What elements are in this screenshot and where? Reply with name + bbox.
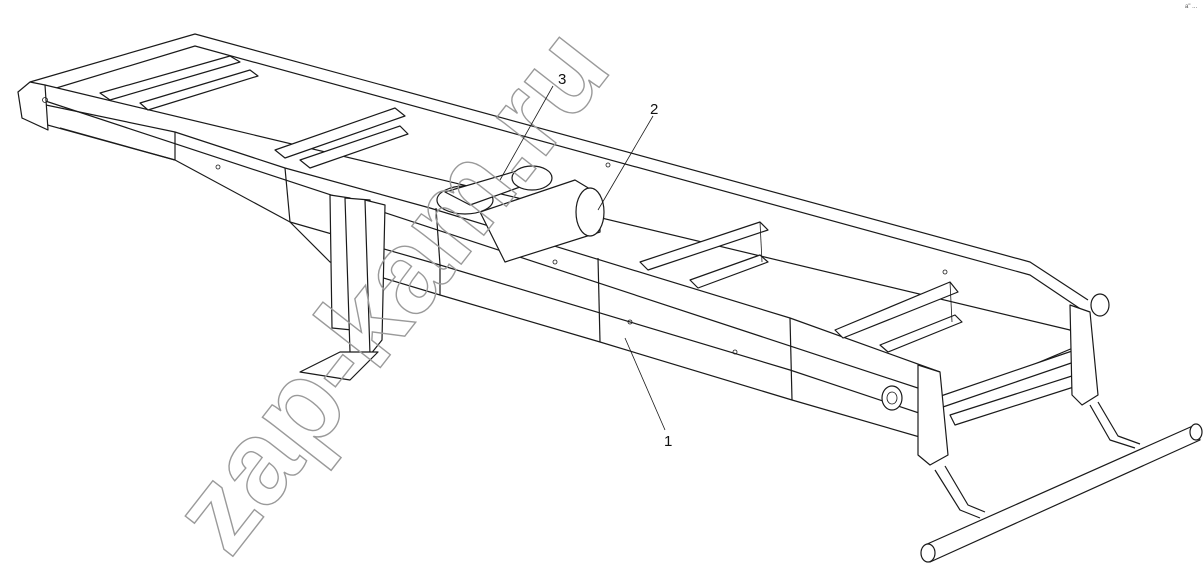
callout-label-3: 3	[558, 71, 566, 88]
corner-mark: a" ...	[1185, 4, 1197, 10]
watermark: zap-kam.ru	[146, 3, 635, 577]
watermark-text: zap-kam.ru	[146, 4, 634, 576]
chassis-frame	[17, 33, 1203, 563]
leader-line-1	[624, 337, 666, 431]
callout-3: 3	[499, 71, 566, 181]
callout-1: 1	[624, 337, 672, 450]
leader-line-3	[499, 85, 554, 181]
callout-2: 2	[597, 101, 658, 211]
leader-line-2	[597, 115, 654, 211]
callout-label-1: 1	[664, 433, 672, 450]
callout-label-2: 2	[650, 101, 658, 118]
